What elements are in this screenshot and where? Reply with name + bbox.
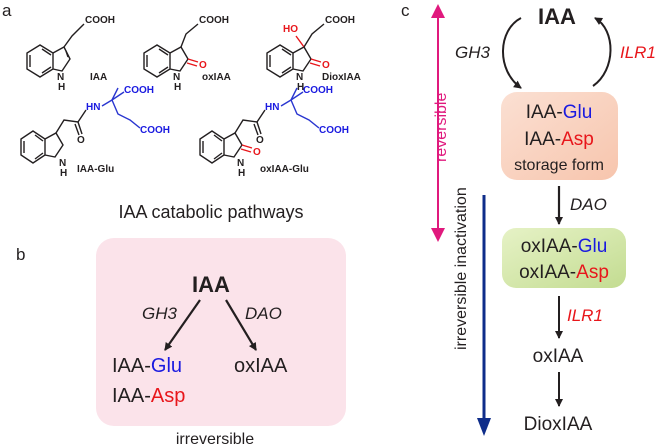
svg-text:COOH: COOH (319, 125, 349, 136)
dioxiaa-structure: HO COOH O N H DioxIAA (266, 15, 361, 93)
svg-text:COOH: COOH (303, 85, 333, 96)
oxiaa-conjugate-box (502, 228, 626, 288)
panel-b-product-asp: IAA-Asp (112, 385, 185, 407)
iaa-label: IAA (90, 72, 107, 83)
svg-text:HN: HN (265, 102, 279, 113)
svg-text:HN: HN (86, 102, 100, 113)
panel-c-enzyme-ilr1: ILR1 (620, 43, 656, 62)
panel-label-a: a (2, 1, 12, 20)
reversible-arrow (431, 4, 445, 242)
storage-form-box (501, 92, 618, 180)
svg-text:H: H (297, 82, 304, 93)
irreversible-arrow (477, 195, 491, 436)
oxiaa-glu-label: oxIAA-Glu (260, 164, 309, 175)
svg-text:N: N (57, 72, 64, 83)
irreversible-label: irreversible inactivation (453, 187, 470, 350)
svg-text:H: H (238, 168, 245, 179)
svg-text:O: O (77, 135, 85, 146)
panel-b-enzyme-dao: DAO (245, 304, 282, 323)
panel-label-b: b (16, 245, 25, 264)
svg-text:O: O (253, 147, 261, 158)
svg-text:N: N (237, 158, 244, 169)
svg-text:O: O (199, 60, 207, 71)
oxiaa-glu-structure: O O HN COOH COOH N H oxIAA-Glu (199, 85, 349, 179)
oxiaa-structure: COOH O N H oxIAA (143, 15, 231, 93)
panel-c-ilr1: ILR1 (567, 306, 603, 325)
svg-text:H: H (174, 82, 181, 93)
panel-c-dioxiaa: DioxIAA (524, 414, 593, 435)
svg-text:O: O (322, 60, 330, 71)
svg-text:N: N (59, 158, 66, 169)
storage-caption: storage form (514, 157, 604, 174)
panel-b-gh3-arrow (164, 299, 201, 351)
iaa-structure: COOH N H IAA (26, 15, 115, 93)
svg-text:COOH: COOH (124, 85, 154, 96)
panel-c-gh3-arrow (502, 17, 522, 89)
svg-text:H: H (60, 168, 67, 179)
svg-text:COOH: COOH (85, 15, 115, 26)
svg-text:COOH: COOH (140, 125, 170, 136)
panel-b-product-glu: IAA-Glu (112, 355, 182, 377)
panel-b-footer: irreversible (176, 431, 254, 446)
panel-c-ilr1-arrow (592, 17, 612, 87)
iaa-glu-label: IAA-Glu (77, 164, 114, 175)
storage-asp: IAA-Asp (524, 129, 594, 150)
panel-c-enzyme-gh3: GH3 (455, 43, 491, 62)
panel-b-dao-arrow (225, 299, 257, 351)
iaa-glu-structure: O HN COOH COOH N H IAA-Glu (20, 85, 170, 179)
svg-text:H: H (58, 82, 65, 93)
panel-c-dao: DAO (570, 195, 607, 214)
svg-text:COOH: COOH (199, 15, 229, 26)
svg-text:N: N (296, 72, 303, 83)
panel-b-title: IAA catabolic pathways (118, 202, 303, 222)
panel-c-root: IAA (538, 4, 576, 29)
panel-b-box (96, 238, 346, 426)
storage-glu: IAA-Glu (526, 102, 593, 123)
svg-text:N: N (173, 72, 180, 83)
dioxiaa-label: DioxIAA (322, 72, 361, 83)
svg-text:O: O (256, 135, 264, 146)
panel-b-root: IAA (192, 272, 230, 297)
ox-asp: oxIAA-Asp (519, 262, 609, 283)
ox-glu: oxIAA-Glu (521, 236, 608, 257)
svg-text:HO: HO (283, 24, 298, 35)
oxiaa-label: oxIAA (202, 72, 231, 83)
reversible-label: reversible (433, 93, 450, 162)
panel-b-enzyme-gh3: GH3 (142, 304, 178, 323)
panel-b-product-oxiaa: oxIAA (234, 355, 288, 377)
svg-text:COOH: COOH (325, 15, 355, 26)
panel-c-oxiaa: oxIAA (533, 346, 584, 367)
panel-label-c: c (401, 1, 410, 20)
